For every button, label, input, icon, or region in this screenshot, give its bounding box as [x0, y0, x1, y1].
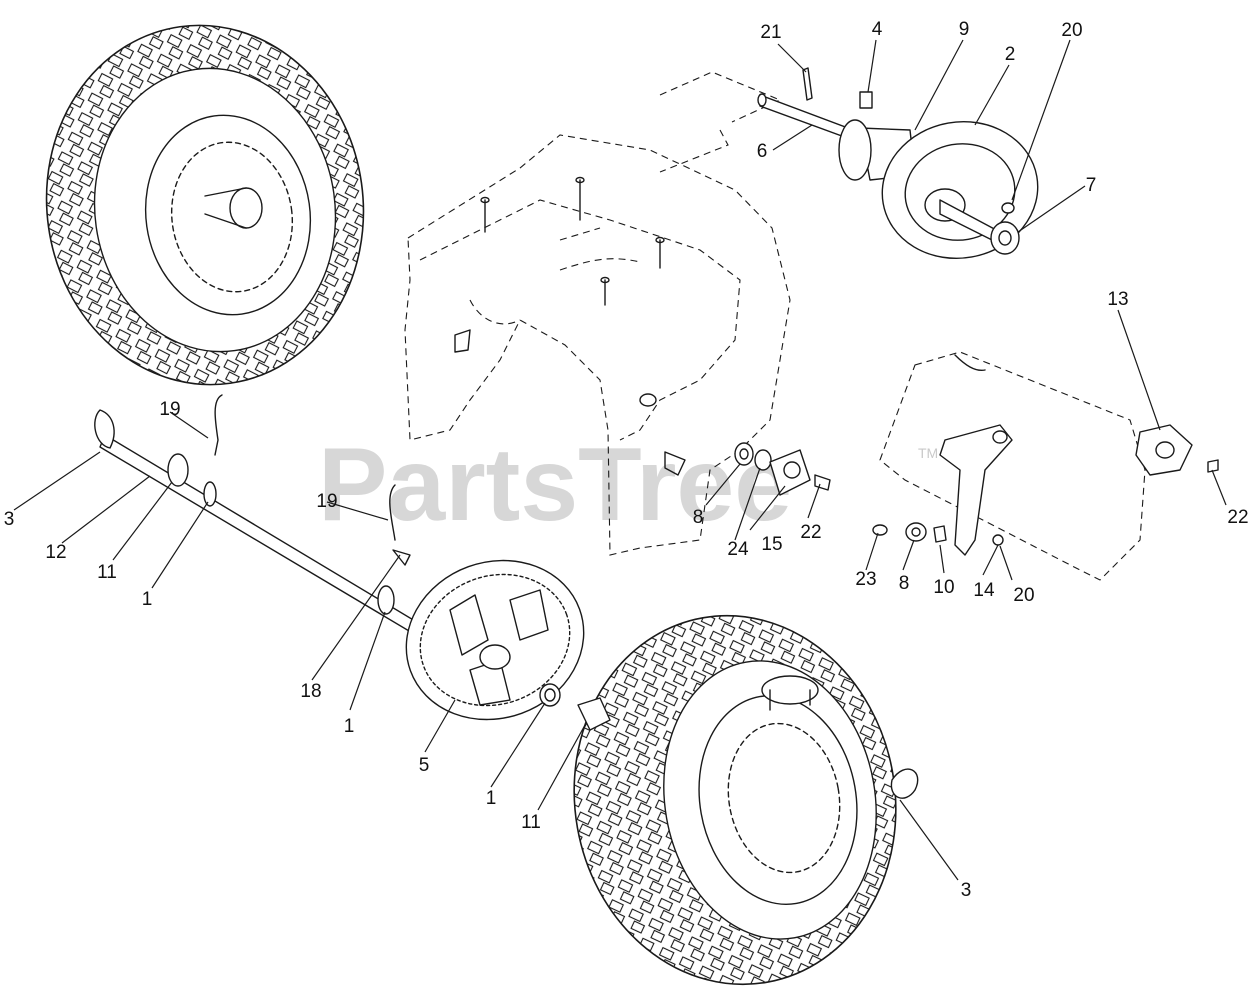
tire-lower-right — [573, 614, 919, 986]
callout-6: 6 — [757, 141, 768, 162]
callout-8-right: 8 — [899, 573, 910, 594]
callout-21: 21 — [760, 22, 781, 43]
callout-19-left: 19 — [159, 399, 180, 420]
callout-1-lower: 1 — [486, 788, 497, 809]
bearing-parts-center — [734, 442, 831, 496]
callout-20-right: 20 — [1013, 585, 1034, 606]
leader-lines — [13, 39, 1227, 881]
callout-24: 24 — [727, 539, 749, 560]
callout-20-top: 20 — [1061, 20, 1082, 41]
drive-shaft-assembly — [757, 67, 1039, 260]
callout-14: 14 — [973, 580, 995, 601]
frame-housing — [404, 71, 791, 556]
callout-8-center: 8 — [693, 507, 704, 528]
callout-7: 7 — [1086, 175, 1097, 196]
tire-upper-left — [45, 24, 365, 386]
callout-22-right: 22 — [1227, 507, 1248, 528]
callout-5: 5 — [419, 755, 430, 776]
callout-23: 23 — [855, 569, 876, 590]
callout-2: 2 — [1005, 44, 1016, 65]
callout-11-left: 11 — [97, 562, 117, 583]
watermark-trademark: TM — [918, 445, 938, 461]
callout-10: 10 — [933, 577, 954, 598]
callout-3-right: 3 — [961, 880, 972, 901]
axle-assembly — [94, 394, 611, 731]
callout-15: 15 — [761, 534, 782, 555]
callout-22-center: 22 — [800, 522, 821, 543]
callout-12: 12 — [45, 542, 66, 563]
bracket-assembly — [872, 351, 1219, 581]
callout-3-left: 3 — [4, 509, 15, 530]
callout-labels: 21 4 9 2 20 6 7 13 19 19 3 12 11 1 8 24 … — [4, 19, 1249, 901]
watermark-text: PartsTree — [318, 427, 792, 543]
callout-11-lower: 11 — [521, 812, 541, 833]
callout-9: 9 — [959, 19, 970, 40]
callout-4: 4 — [872, 19, 883, 40]
callout-18: 18 — [300, 681, 321, 702]
callout-19-center: 19 — [316, 491, 337, 512]
callout-1-axle: 1 — [344, 716, 355, 737]
callout-1-left: 1 — [142, 589, 153, 610]
callout-13: 13 — [1107, 289, 1128, 310]
